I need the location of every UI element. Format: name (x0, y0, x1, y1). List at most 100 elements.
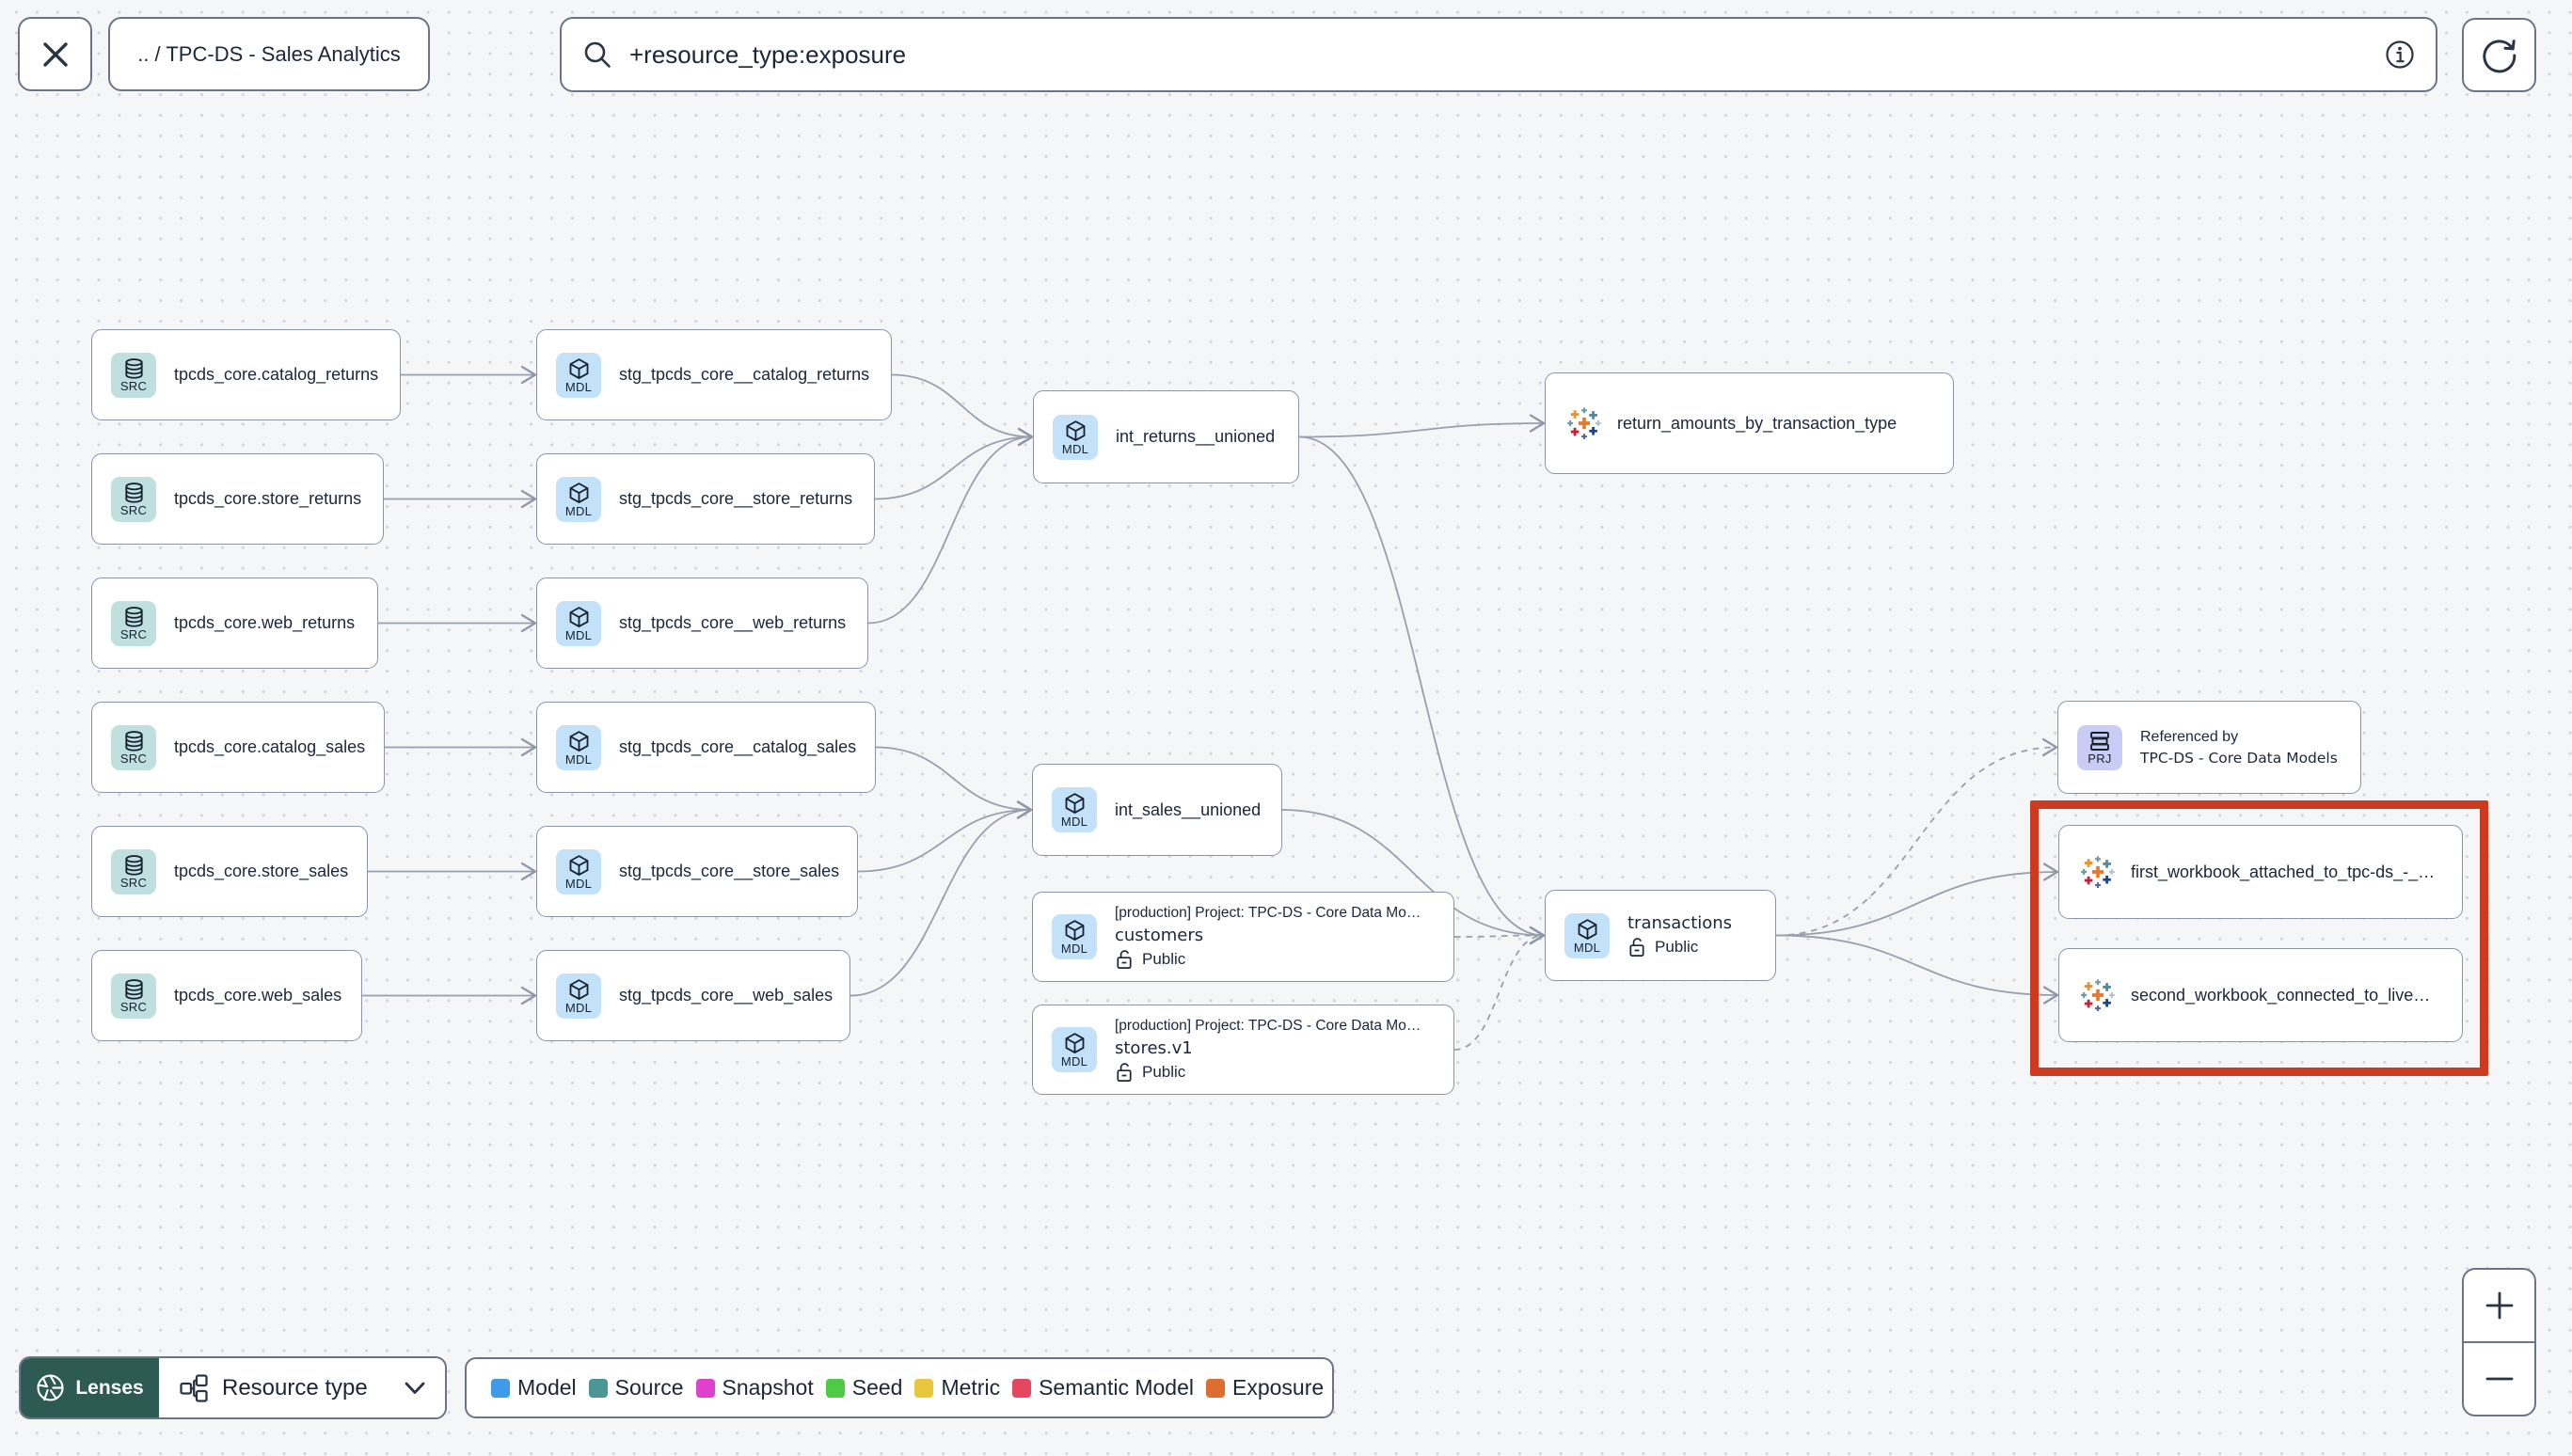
breadcrumb-label: .. / TPC-DS - Sales Analytics (137, 41, 401, 66)
legend-label: Source (614, 1375, 684, 1400)
legend-label: Seed (851, 1375, 903, 1400)
legend-label: Exposure (1232, 1375, 1325, 1400)
source-badge: SRC (111, 476, 156, 522)
node-text: [production] Project: TPC-DS - Core Data… (1115, 905, 1421, 970)
node-label: int_sales__unioned (1115, 799, 1262, 819)
node-prj_core_data_models[interactable]: PRJ Referenced by TPC-DS - Core Data Mod… (2057, 701, 2361, 794)
source-badge: SRC (111, 600, 156, 646)
node-access: Public (1115, 1062, 1421, 1083)
node-title: TPC-DS - Core Data Models (2140, 749, 2338, 767)
node-text: [production] Project: TPC-DS - Core Data… (1115, 1018, 1421, 1083)
node-int_sales_unioned[interactable]: MDL int_sales__unioned (1032, 764, 1282, 856)
badge-label: MDL (1060, 942, 1088, 956)
edge-src_web_sales--stg_web_sales (361, 986, 537, 1005)
node-return_amounts[interactable]: return_amounts_by_transaction_type (1545, 372, 1954, 474)
cube-icon (569, 730, 588, 752)
node-first_workbook[interactable]: first_workbook_attached_to_tpc-ds_-_… (2058, 825, 2463, 919)
breadcrumb[interactable]: .. / TPC-DS - Sales Analytics (108, 17, 430, 91)
zoom-out-button[interactable] (2464, 1343, 2534, 1415)
cube-icon (1065, 793, 1084, 814)
cube-icon (569, 357, 588, 379)
model-badge: MDL (556, 476, 601, 522)
badge-label: SRC (119, 626, 148, 641)
edge-src_catalog_returns--stg_catalog_returns (400, 365, 537, 385)
node-label: return_amounts_by_transaction_type (1617, 413, 1897, 433)
source-badge: SRC (111, 973, 156, 1019)
zoom-in-button[interactable] (2464, 1270, 2534, 1343)
edge-src_web_returns--stg_web_returns (377, 613, 537, 633)
legend-item-metric: Metric (914, 1375, 1000, 1401)
legend-swatch (1012, 1378, 1032, 1398)
access-label: Public (1655, 938, 1699, 956)
minus-icon (2485, 1377, 2513, 1381)
badge-label: MDL (564, 627, 593, 642)
tableau-icon (2081, 979, 2115, 1012)
access-label: Public (1142, 949, 1186, 968)
search-input[interactable] (629, 40, 2368, 70)
source-badge: SRC (111, 352, 156, 398)
model-badge: MDL (1052, 787, 1097, 832)
lenses-bar: Lenses Resource type (19, 1356, 447, 1419)
database-icon (124, 978, 143, 1000)
legend-item-seed: Seed (825, 1375, 903, 1401)
cube-icon (569, 606, 588, 627)
node-src_store_returns[interactable]: SRC tpcds_core.store_returns (91, 453, 384, 545)
badge-label: SRC (119, 751, 148, 766)
node-customers[interactable]: MDL [production] Project: TPC-DS - Core … (1032, 892, 1454, 982)
refresh-icon (2482, 39, 2516, 72)
project-icon (2090, 731, 2109, 751)
resource-type-label: Resource type (222, 1374, 368, 1401)
lenses-button[interactable]: Lenses (21, 1358, 159, 1417)
close-button[interactable] (18, 17, 92, 91)
legend-swatch (588, 1378, 608, 1398)
node-transactions[interactable]: MDL transactions Public (1545, 890, 1776, 981)
search-bar (560, 17, 2437, 92)
legend-item-model: Model (491, 1375, 577, 1401)
node-project-line: [production] Project: TPC-DS - Core Data… (1115, 1017, 1421, 1034)
node-stores_v1[interactable]: MDL [production] Project: TPC-DS - Core … (1032, 1005, 1454, 1095)
info-icon[interactable] (2385, 40, 2415, 70)
node-label: stg_tpcds_core__catalog_returns (619, 365, 870, 384)
node-second_workbook[interactable]: second_workbook_connected_to_live… (2058, 948, 2463, 1042)
lenses-label: Lenses (75, 1376, 144, 1399)
node-label: first_workbook_attached_to_tpc-ds_-_… (2131, 862, 2436, 881)
node-title: transactions (1627, 913, 1733, 933)
edge-int_returns_unioned--return_amounts (1298, 414, 1546, 438)
node-label: stg_tpcds_core__web_sales (619, 986, 834, 1005)
badge-label: SRC (119, 378, 148, 393)
legend-item-exposure: Exposure (1206, 1375, 1324, 1401)
legend-swatch (825, 1378, 845, 1398)
tableau-icon (2081, 856, 2115, 889)
node-label: tpcds_core.store_returns (174, 489, 362, 508)
node-src_catalog_sales[interactable]: SRC tpcds_core.catalog_sales (91, 702, 385, 793)
legend-swatch (695, 1378, 715, 1398)
badge-label: MDL (1060, 1054, 1088, 1068)
zoom-controls (2462, 1268, 2536, 1416)
tableau-icon (1567, 407, 1601, 440)
access-label: Public (1142, 1062, 1186, 1081)
node-label: tpcds_core.store_sales (174, 862, 349, 880)
badge-label: PRJ (2088, 751, 2112, 766)
cube-icon (1065, 920, 1084, 941)
legend-swatch (491, 1378, 510, 1398)
edge-transactions--second_workbook (1775, 934, 2059, 1005)
refresh-button[interactable] (2462, 18, 2536, 92)
node-label: tpcds_core.catalog_sales (174, 737, 366, 756)
badge-label: MDL (564, 752, 593, 767)
edge-src_store_sales--stg_store_sales (368, 862, 537, 881)
edge-stg_catalog_returns--int_returns_unioned (891, 373, 1034, 447)
resource-type-dropdown[interactable]: Resource type (159, 1358, 445, 1417)
database-icon (124, 482, 143, 503)
